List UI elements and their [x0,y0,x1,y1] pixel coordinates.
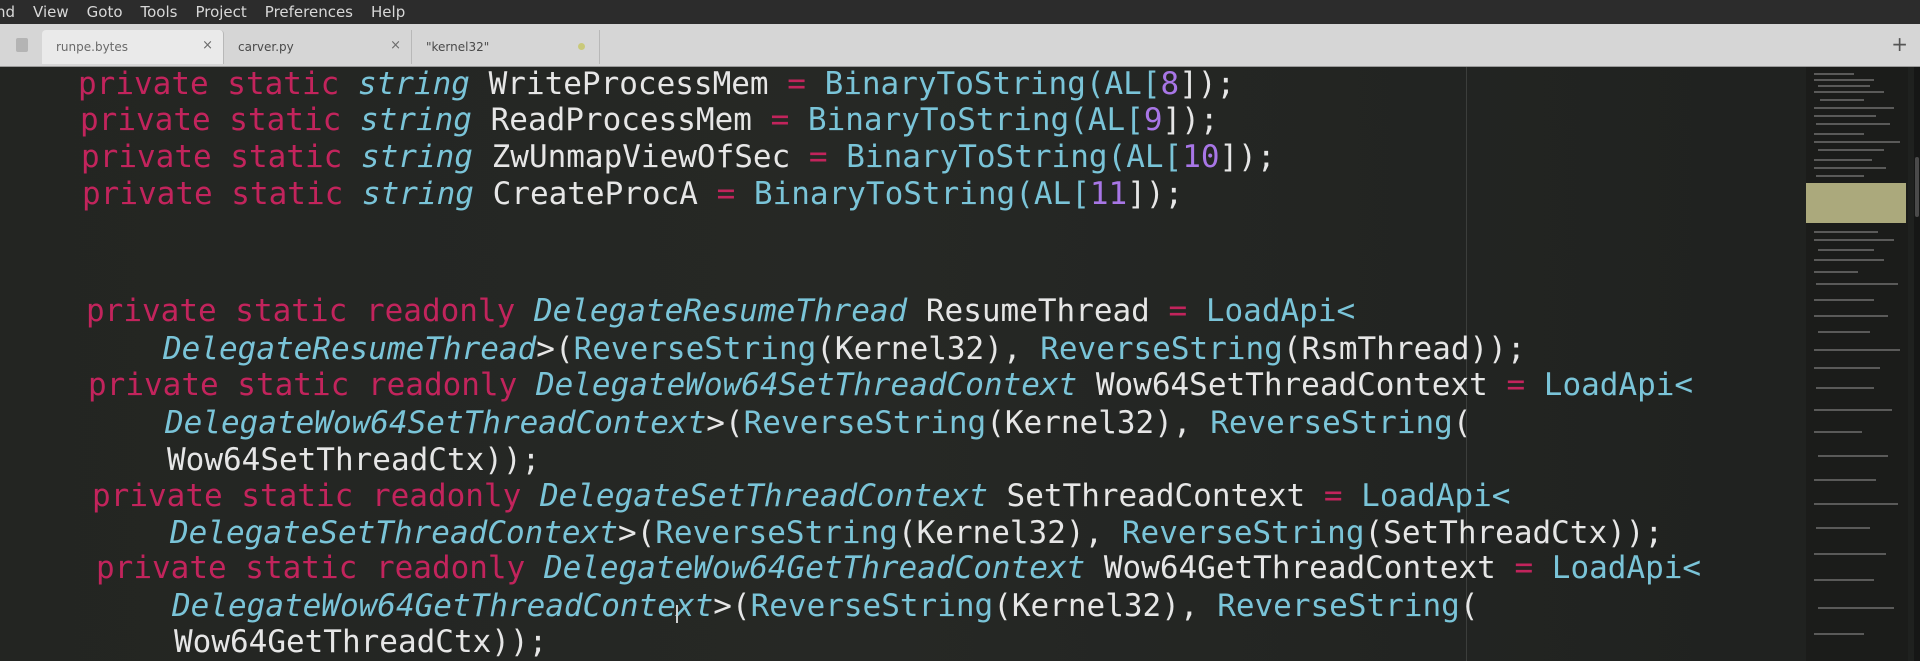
minimap-line [1814,167,1886,169]
code-line: Wow64GetThreadCtx)); [174,624,548,660]
code-line: Wow64SetThreadCtx)); [167,442,541,478]
code-line: private static readonly DelegateSetThrea… [92,478,1511,514]
minimap-line [1814,79,1874,81]
minimap-line [1814,553,1886,555]
minimap-line [1814,141,1900,143]
minimap-line [1814,259,1884,261]
code-line: DelegateWow64SetThreadContext>(ReverseSt… [165,405,1472,441]
code-line: private static readonly DelegateWow64Get… [96,550,1702,586]
menu-view[interactable]: View [33,3,69,21]
minimap-line [1814,231,1878,233]
minimap-line [1818,249,1874,251]
minimap-line [1814,349,1900,351]
menu-tools[interactable]: Tools [140,3,178,21]
minimap-line [1814,91,1884,93]
minimap-line [1814,239,1894,241]
minimap-line [1814,633,1864,635]
minimap-line [1818,331,1870,333]
code-editor[interactable]: private static string WriteProcessMem = … [0,67,1800,661]
minimap-line [1814,503,1898,505]
unsaved-dot-icon [578,43,585,50]
menu-help[interactable]: Help [371,3,406,21]
minimap-line [1820,99,1864,101]
code-line: DelegateSetThreadContext>(ReverseString(… [170,515,1664,551]
minimap-line [1814,299,1874,301]
code-line: DelegateResumeThread>(ReverseString(Kern… [163,331,1526,367]
minimap-viewport[interactable] [1806,183,1906,223]
menu-find[interactable]: nd [0,3,16,21]
minimap-line [1814,271,1858,273]
minimap-line [1818,455,1888,457]
vertical-scrollbar[interactable] [1914,67,1920,661]
tab-label: carver.py [238,40,294,54]
minimap-line [1814,159,1872,161]
minimap-line [1814,107,1894,109]
menu-bar: nd View Goto Tools Project Preferences H… [0,0,1920,24]
code-line: private static readonly DelegateResumeTh… [86,293,1356,329]
new-tab-plus-icon[interactable]: + [1891,32,1908,56]
tab-kernel32[interactable]: "kernel32" [412,30,600,64]
column-ruler [1466,67,1467,661]
code-line: private static string ReadProcessMem = B… [80,102,1219,138]
tab-runpe-bytes[interactable]: runpe.bytes × [42,30,224,64]
text-cursor [676,605,678,623]
tab-scroll-left-icon[interactable] [16,38,28,52]
code-line: private static readonly DelegateWow64Set… [88,367,1694,403]
minimap-line [1816,387,1874,389]
minimap-line [1816,527,1870,529]
minimap-line [1818,607,1894,609]
tab-bar: runpe.bytes × carver.py × "kernel32" + [0,24,1920,67]
minimap[interactable] [1806,67,1908,661]
tab-label: "kernel32" [426,40,490,54]
code-line: private static string CreateProcA = Bina… [82,176,1184,212]
minimap-line [1816,283,1898,285]
minimap-line [1814,409,1892,411]
minimap-line [1818,85,1870,87]
minimap-line [1816,175,1864,177]
close-icon[interactable]: × [202,38,213,53]
minimap-line [1814,431,1862,433]
minimap-line [1814,315,1888,317]
menu-project[interactable]: Project [195,3,247,21]
minimap-line [1814,479,1876,481]
minimap-line [1814,73,1854,75]
minimap-line [1814,579,1874,581]
minimap-line [1814,367,1880,369]
code-line: private static string ZwUnmapViewOfSec =… [81,139,1276,175]
minimap-line [1816,123,1890,125]
close-icon[interactable]: × [390,38,401,53]
scrollbar-thumb[interactable] [1915,157,1919,217]
code-line: DelegateWow64GetThreadContext>(ReverseSt… [172,588,1479,624]
menu-goto[interactable]: Goto [86,3,123,21]
tab-carver-py[interactable]: carver.py × [224,30,412,64]
minimap-line [1814,115,1876,117]
code-line: private static string WriteProcessMem = … [78,67,1236,102]
minimap-line [1814,133,1864,135]
minimap-line [1818,149,1884,151]
menu-preferences[interactable]: Preferences [264,3,354,21]
tab-label: runpe.bytes [56,40,129,54]
